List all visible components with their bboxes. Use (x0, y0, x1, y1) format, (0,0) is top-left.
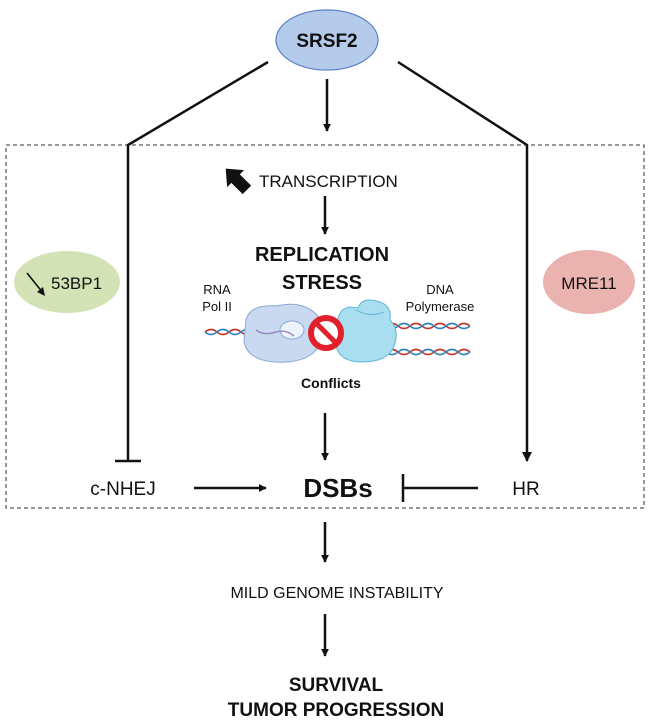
dsbs-label: DSBs (303, 473, 372, 503)
dna-pol-label-line1: DNA (426, 282, 454, 297)
dna-polymerase-illustration (335, 299, 397, 363)
srsf2-to-hr-arrow (397, 60, 532, 462)
rna-polymerase-illustration (243, 303, 324, 363)
survival-label-line1: SURVIVAL (289, 675, 384, 696)
genome-instability-label: MILD GENOME INSTABILITY (230, 585, 443, 602)
thick-up-right-arrow-icon (225, 168, 252, 195)
transcription-label: TRANSCRIPTION (259, 172, 398, 191)
cell-boundary-box (5, 144, 645, 509)
srsf2-node (275, 9, 379, 71)
survival-label-line2: TUMOR PROGRESSION (228, 700, 444, 721)
conflicts-label: Conflicts (301, 375, 361, 391)
mre11-label: MRE11 (561, 274, 616, 293)
replication-stress-label-line1: REPLICATION (255, 244, 389, 266)
rna-pol-label-line2: Pol II (202, 299, 232, 314)
53bp1-label: 53BP1 (51, 274, 102, 293)
thin-down-right-arrow-icon (26, 272, 45, 296)
no-entry-icon (308, 315, 344, 351)
53bp1-node (14, 251, 120, 313)
srsf2-to-nhej-inhibition-line (126, 60, 269, 461)
hr-label: HR (512, 479, 539, 500)
nhej-label: c-NHEJ (90, 479, 155, 500)
mre11-node (543, 250, 635, 314)
replication-stress-label-line2: STRESS (282, 272, 362, 294)
rna-pol-label-line1: RNA (203, 282, 231, 297)
dna-pol-label-line2: Polymerase (406, 299, 475, 314)
srsf2-label: SRSF2 (296, 31, 357, 52)
